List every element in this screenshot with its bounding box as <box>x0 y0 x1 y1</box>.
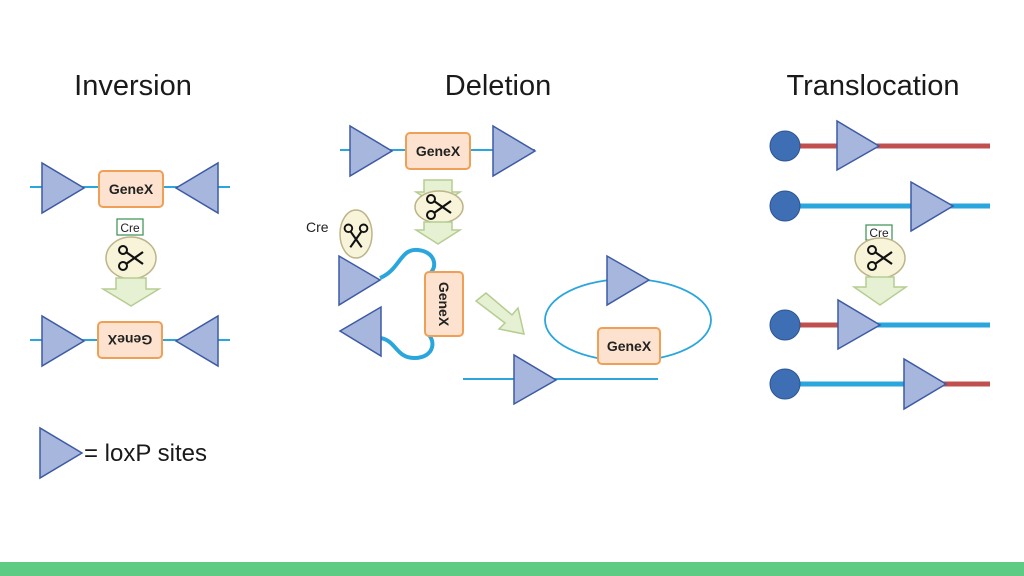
gene-label: GeneX <box>416 143 461 159</box>
loxp-triangle-icon <box>513 353 558 406</box>
down-arrow-icon <box>100 277 162 307</box>
loxp-triangle-icon <box>903 357 948 411</box>
translocation-panel: Cre <box>769 119 990 411</box>
title-inversion: Inversion <box>74 70 192 102</box>
loxp-triangle-icon <box>836 119 881 172</box>
cre-label: Cre <box>306 219 329 235</box>
legend-loxp: = loxP sites <box>84 440 207 467</box>
loxp-triangle-icon <box>492 124 537 178</box>
loxp-triangle-icon <box>41 314 86 368</box>
gene-box-deletion-loop <box>424 271 464 337</box>
footer-bar <box>0 562 1024 576</box>
loxp-triangle-icon <box>174 161 219 215</box>
loxp-triangle-icon <box>338 305 382 358</box>
loxp-triangle-icon <box>349 124 394 178</box>
gene-label-inverted: GeneX <box>107 332 152 348</box>
loxp-triangle-icon <box>39 426 84 480</box>
cre-label: Cre <box>869 226 889 240</box>
gene-label: GeneX <box>109 181 154 197</box>
title-translocation: Translocation <box>786 70 959 102</box>
deletion-dna-loop <box>379 247 437 361</box>
loxp-triangle-icon <box>338 254 382 307</box>
gene-box-circle <box>597 327 661 365</box>
centromere-dot-icon <box>769 190 801 222</box>
gene-label: GeneX <box>607 338 652 354</box>
cre-label: Cre <box>120 221 140 235</box>
loxp-triangle-icon <box>910 180 955 233</box>
cre-label-box <box>116 218 144 236</box>
cre-enzyme-translocation <box>854 237 906 279</box>
gene-box-deletion-top <box>405 132 471 170</box>
down-arrow-icon <box>413 221 463 245</box>
loxp-triangle-icon <box>837 298 882 351</box>
gene-label-vertical: GeneX <box>436 282 452 327</box>
cre-enzyme-deletion-side <box>339 209 373 259</box>
loxp-triangle-icon <box>41 161 86 215</box>
loxp-triangle-icon <box>174 314 219 368</box>
title-deletion: Deletion <box>445 70 551 102</box>
deletion-panel: GeneX Cre GeneX GeneX <box>306 124 712 406</box>
cre-enzyme-deletion-top <box>414 190 464 224</box>
cre-enzyme-inversion <box>105 236 157 280</box>
down-arrow-icon <box>851 276 909 306</box>
loxp-triangle-icon <box>606 254 651 307</box>
gene-box-inversion-top <box>98 170 164 208</box>
diagonal-arrow-icon <box>474 292 525 335</box>
centromere-dot-icon <box>769 130 801 162</box>
inversion-panel: GeneX Cre GeneX = loxP sites <box>30 161 230 480</box>
centromere-dot-icon <box>769 309 801 341</box>
gene-box-inversion-bottom <box>97 321 163 359</box>
centromere-dot-icon <box>769 368 801 400</box>
